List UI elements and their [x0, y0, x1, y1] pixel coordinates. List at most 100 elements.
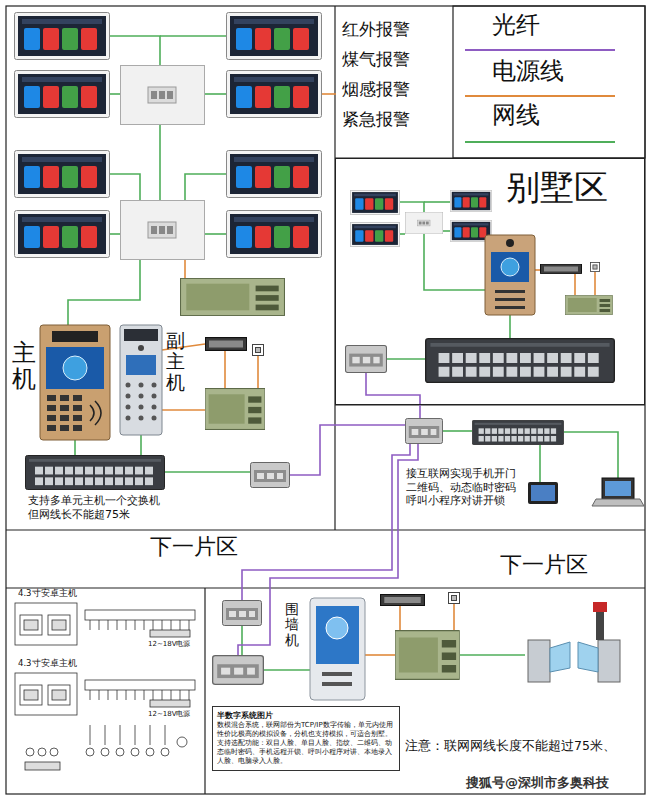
- alarm-label: 红外报警: [342, 20, 410, 40]
- turnstile-part: [528, 640, 550, 682]
- wiring-diagrams-part: [24, 620, 38, 630]
- wiring-diagrams-part: [161, 748, 169, 756]
- legend-line: [465, 95, 615, 97]
- frame-lines-part: [204, 588, 205, 794]
- network-wires-part: [424, 234, 485, 290]
- internet-note: 接互联网实现手机开门 二维码、动态临时密码 呼叫小程序对讲开锁: [406, 467, 520, 508]
- villa-door-station: [485, 235, 535, 315]
- network-wires-part: [160, 35, 226, 37]
- fiber-wires-part: [242, 444, 410, 600]
- villa-door-station-part: [485, 235, 535, 315]
- main-door-station-part: [40, 325, 110, 440]
- network-wires-part: [460, 654, 525, 656]
- network-wires-part: [68, 260, 140, 325]
- sub-door-station-part: [126, 394, 131, 399]
- locks-and-buttons-part: [381, 595, 425, 606]
- region-panel: 别墅区: [335, 158, 645, 405]
- phone-and-laptop-part: [605, 481, 631, 496]
- fiber-wires-part: [366, 373, 420, 418]
- network-wires-part: [424, 201, 450, 203]
- indoor-monitors-part: [15, 13, 110, 60]
- wiring-title: 4.3寸安卓主机: [18, 589, 77, 599]
- alarm-label: 煤气报警: [342, 50, 410, 70]
- warning-text: 注意：联网网线长度不能超过75米、: [405, 738, 616, 754]
- sub-door-station-part: [139, 383, 144, 388]
- wiring-diagrams-part: [50, 748, 58, 756]
- main-door-station-part: [47, 415, 56, 421]
- area-label: 下一片区: [500, 552, 588, 577]
- sub-door-station-part: [152, 416, 157, 421]
- indoor-monitors-part: [15, 211, 110, 258]
- sub-door-station-part: [120, 325, 162, 435]
- power-wires-part: [399, 606, 401, 630]
- legend-line: [465, 139, 635, 145]
- frame-lines-part: [6, 587, 645, 588]
- main-door-station-part: [73, 415, 82, 421]
- sub-door-station-part: [152, 383, 157, 388]
- network-wires-part: [110, 93, 120, 95]
- wiring-diagrams-part: [177, 737, 187, 747]
- indoor-monitors-part: [350, 190, 399, 214]
- power-wires-part: [224, 351, 226, 388]
- villa-door-station-part: [491, 252, 529, 282]
- main-door-station-part: [47, 395, 56, 401]
- indoor-monitors-part: [15, 71, 110, 118]
- indoor-monitors-part: [227, 13, 322, 60]
- wiring-diagrams-part: [38, 748, 46, 756]
- indoor-monitors-part: [450, 190, 492, 212]
- network-wires-part: [564, 432, 618, 478]
- phone-and-laptop-part: [602, 478, 634, 499]
- power-wires-part: [257, 356, 259, 388]
- sub-door-station-part: [126, 355, 156, 375]
- note-title: 半数字系统图片: [217, 711, 395, 721]
- indoor-monitors-part: [227, 71, 322, 118]
- main-door-station-part: [47, 425, 56, 431]
- wiring-diagrams-part: [15, 603, 77, 645]
- wiring-diagrams: [15, 603, 195, 770]
- network-wires-part: [140, 435, 142, 455]
- network-wires-part: [400, 233, 405, 235]
- wiring-diagrams-part: [20, 685, 42, 705]
- power-supplies-part: [395, 631, 459, 680]
- legend-text: 光纤: [492, 12, 540, 40]
- network-switches-part: [426, 339, 615, 383]
- sub-door-station-part: [138, 345, 144, 351]
- main-door-station-part: [60, 425, 69, 431]
- network-wires-part: [539, 445, 541, 482]
- wiring-diagrams-part: [20, 615, 42, 635]
- sub-door-station: [120, 325, 162, 435]
- turnstile-part: [550, 642, 570, 672]
- wiring-diagrams-part: [15, 673, 77, 715]
- sub-door-station-part: [126, 383, 131, 388]
- sub-door-station-part: [126, 416, 131, 421]
- wall-door-station: [310, 598, 365, 700]
- main-door-station-part: [63, 356, 87, 380]
- main-door-station-part: [90, 401, 101, 425]
- main-door-station-part: [47, 405, 56, 411]
- frame-lines: [6, 6, 645, 794]
- villa-door-station-part: [506, 239, 514, 247]
- indoor-monitors-part: [15, 151, 110, 198]
- alarm-label: 烟感报警: [342, 80, 410, 100]
- indoor-monitors-part: [227, 151, 322, 198]
- frame-lines-part: [6, 6, 645, 794]
- wiring-diagrams-part: [52, 620, 66, 630]
- wiring-diagrams-part: [48, 685, 70, 705]
- villa-door-station-part: [495, 298, 525, 301]
- wall-door-station-part: [310, 598, 365, 700]
- legend-text: 电源线: [492, 58, 564, 86]
- legend-line: [465, 141, 615, 143]
- wiring-diagrams-part: [90, 620, 189, 630]
- main-door-station: [40, 325, 110, 440]
- sub-door-station-part: [152, 394, 157, 399]
- wiring-diagrams-part: [150, 630, 190, 637]
- wiring-diagrams-part: [86, 748, 94, 756]
- main-door-station-part: [73, 395, 82, 401]
- network-wires-part: [110, 36, 160, 65]
- sub-door-station-part: [139, 416, 144, 421]
- locks-and-buttons-part: [253, 345, 264, 356]
- wall-door-station-part: [322, 682, 352, 686]
- villa-door-station-part: [495, 306, 525, 309]
- distribution-boxes: [121, 66, 443, 260]
